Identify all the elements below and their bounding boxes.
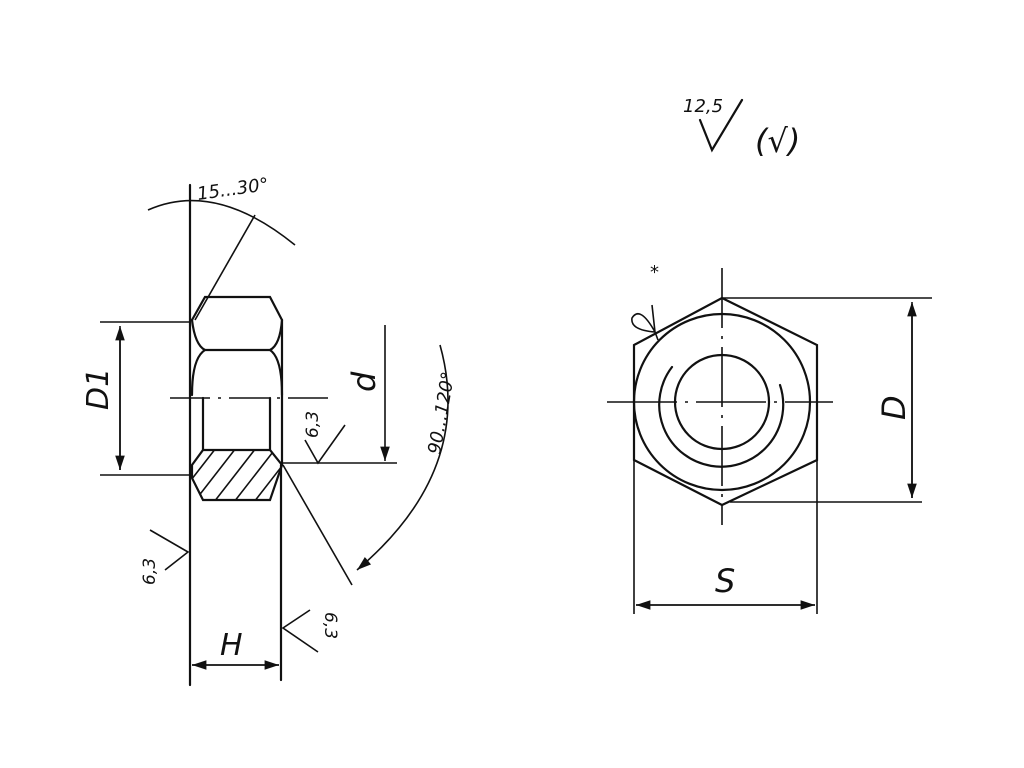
nut-profile-top — [190, 295, 284, 467]
roughness-symbol-left — [149, 529, 190, 571]
front-view: 12,5 (√) * D S — [607, 96, 932, 614]
d-label: d — [345, 371, 383, 392]
roughness-left-label: 6,3 — [140, 558, 160, 585]
general-roughness-value: 12,5 — [683, 96, 723, 117]
h-label: H — [220, 628, 243, 663]
roughness-symbol-right — [281, 609, 319, 653]
roughness-symbol-inner — [304, 424, 346, 465]
hex-edge-arc-1 — [190, 318, 284, 352]
countersink-angle-label: 90...120° — [424, 370, 459, 456]
s-label: S — [715, 562, 735, 600]
hex-edge-arc-2 — [190, 348, 284, 397]
star-roughness-symbol — [631, 304, 656, 333]
roughness-check-symbol — [698, 98, 744, 153]
roughness-right-label: 6,3 — [320, 612, 340, 639]
chamfer-angle-label: 15...30° — [196, 174, 270, 205]
d-diameter-label: D — [875, 395, 913, 420]
side-view: D1 d 6,3 15...30° 90...120° 6,3 6,3 H — [81, 174, 459, 687]
d1-label: D1 — [81, 368, 116, 410]
chamfer-angle-arc — [147, 199, 296, 246]
general-roughness-paren: (√) — [755, 122, 800, 160]
countersink-angle-arc — [356, 344, 449, 571]
hatch-lines — [192, 450, 282, 500]
roughness-inner-label: 6,3 — [303, 411, 323, 438]
star-mark: * — [650, 262, 659, 283]
